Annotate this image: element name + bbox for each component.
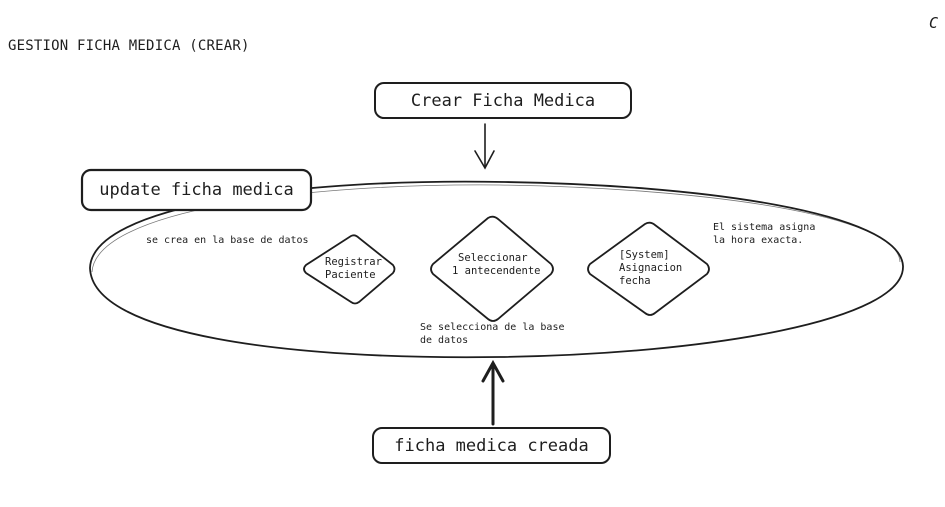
crear-ficha-box[interactable] [374, 82, 632, 119]
note-selecciona: Se selecciona de la base de datos [420, 321, 565, 347]
registrar-paciente-label: Registrar Paciente [325, 256, 382, 282]
corner-mark: C [929, 14, 939, 32]
ficha-creada-box[interactable] [372, 427, 611, 464]
seleccionar-antecedente-label: Seleccionar 1 antecendente [452, 252, 541, 278]
update-ficha-box[interactable] [80, 168, 313, 212]
seleccionar-antecedente-diamond[interactable] [430, 215, 554, 322]
system-asignacion-diamond[interactable] [587, 221, 710, 316]
process-ellipse [89, 180, 904, 359]
system-line-1: [System] [619, 249, 670, 261]
arrow-up-creada [481, 359, 505, 426]
note-selecciona-line-1: Se selecciona de la base [420, 322, 565, 333]
update-ficha-label: update ficha medica [99, 180, 294, 200]
process-ellipse-sketch [91, 184, 901, 273]
arrow-down-crear [474, 123, 495, 170]
system-line-2: Asignacion [619, 262, 683, 274]
note-sistema-line-1: El sistema asigna [713, 222, 816, 233]
note-selecciona-line-2: de datos [420, 335, 469, 346]
seleccionar-line-1: Seleccionar [458, 252, 528, 264]
note-sistema: El sistema asigna la hora exacta. [713, 221, 815, 247]
seleccionar-line-2: 1 antecendente [452, 265, 541, 277]
system-line-3: fecha [619, 275, 651, 287]
note-sistema-line-2: la hora exacta. [713, 235, 804, 246]
note-base-datos: se crea en la base de datos [146, 235, 309, 246]
registrar-line-1: Registrar [325, 256, 382, 268]
registrar-line-2: Paciente [325, 269, 376, 281]
page-title: GESTION FICHA MEDICA (CREAR) [8, 38, 250, 54]
registrar-paciente-diamond[interactable] [303, 234, 396, 305]
crear-ficha-label: Crear Ficha Medica [410, 91, 596, 111]
system-asignacion-label: [System] Asignacion fecha [619, 249, 682, 288]
ficha-creada-label: ficha medica creada [394, 436, 589, 456]
